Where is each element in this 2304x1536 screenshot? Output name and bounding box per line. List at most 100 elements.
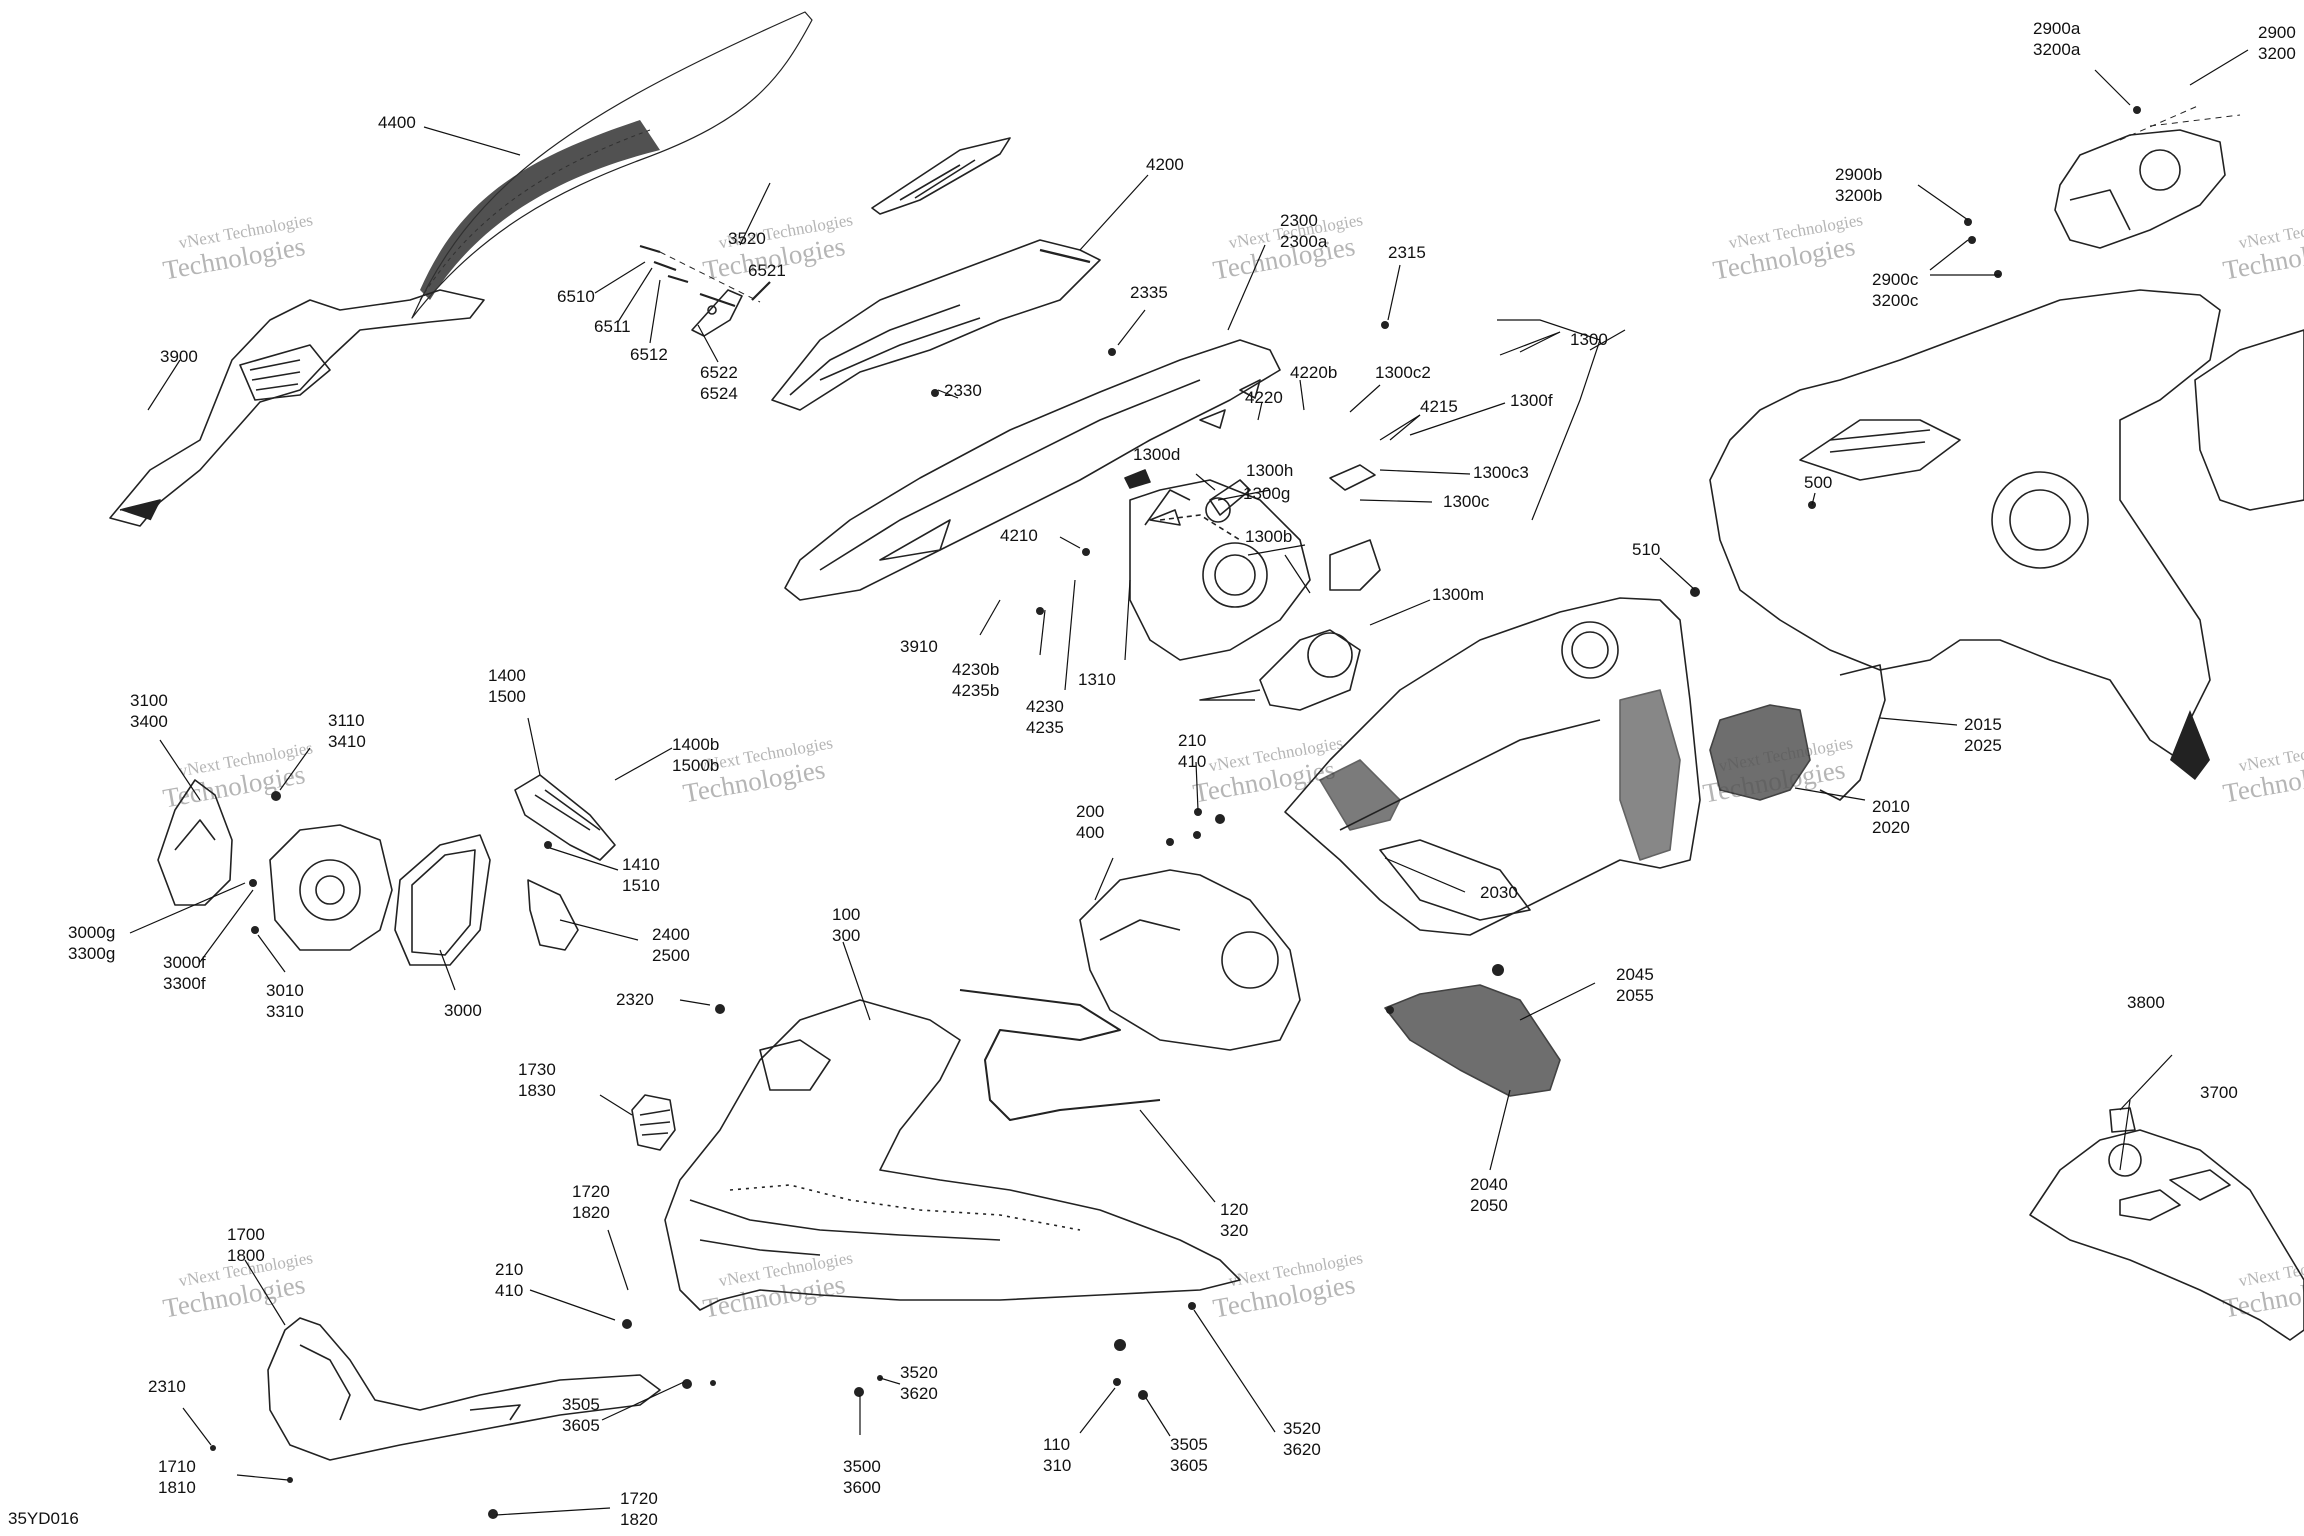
bracket-1300: [1497, 319, 1601, 521]
callout-6512: 6512: [630, 345, 668, 364]
part-center-console: [1284, 597, 1701, 936]
part-seal-120: [959, 989, 1161, 1121]
callout-1300g: 1300g: [1243, 484, 1290, 503]
part-mirror-back: [157, 779, 233, 906]
callout-2310: 2310: [148, 1377, 186, 1396]
part-right-dashboard: [1709, 289, 2221, 780]
callout-3910: 3910: [900, 637, 938, 656]
callout-3700: 3700: [2200, 1083, 2238, 1102]
part-front-fairing: [664, 999, 1241, 1311]
part-mirror-glass: [394, 834, 491, 966]
part-upper-grille: [871, 137, 1011, 215]
part-small-fasteners: [1124, 379, 1376, 526]
callout-1300c2: 1300c2: [1375, 363, 1431, 382]
callout-1300: 1300: [1570, 330, 1608, 349]
callout-3000: 3000: [444, 1001, 482, 1020]
watermark: vNext Technologies Technologies: [701, 1248, 855, 1323]
callout-2330: 2330: [944, 381, 982, 400]
callout-1300m: 1300m: [1432, 585, 1484, 604]
callout-2335: 2335: [1130, 283, 1168, 302]
part-side-grille: [1709, 664, 1886, 801]
part-lower-grille: [1384, 984, 1561, 1097]
diagram-code: 35YD016: [8, 1509, 79, 1528]
callout-6511: 6511: [594, 317, 631, 336]
watermark: vNext Technologies Technologies: [2221, 210, 2304, 285]
callout-2315: 2315: [1388, 243, 1426, 262]
part-dash-top: [784, 339, 1281, 601]
callout-3520-top: 3520: [728, 229, 766, 248]
callout-1300f: 1300f: [1510, 391, 1553, 410]
callout-6510: 6510: [557, 287, 595, 306]
callout-2030: 2030: [1480, 883, 1518, 902]
callout-3800: 3800: [2127, 993, 2165, 1012]
part-steering-mechanism: [1129, 479, 1381, 711]
callout-1300c: 1300c: [1443, 492, 1490, 511]
part-small-mirror: [527, 879, 579, 951]
watermark: vNext Technologies Technologies: [1711, 210, 1865, 285]
callout-1300c3: 1300c3: [1473, 463, 1529, 482]
part-vent-1730: [631, 1094, 676, 1151]
part-bracket-6522: [639, 244, 771, 337]
part-lower-side-panel: [267, 1317, 661, 1461]
callout-1300h: 1300h: [1246, 461, 1293, 480]
part-side-duct: [109, 289, 485, 527]
part-screws: [210, 106, 2141, 1519]
callout-6521: 6521: [748, 261, 786, 280]
watermark: vNext Technologies Technologies: [161, 738, 315, 813]
callout-1300b: 1300b: [1245, 527, 1292, 546]
part-windshield: [411, 11, 813, 319]
callout-3900: 3900: [160, 347, 198, 366]
callout-4220b: 4220b: [1290, 363, 1337, 382]
part-illustrations: [109, 11, 2304, 1519]
callout-1300d: 1300d: [1133, 445, 1180, 464]
callout-500: 500: [1804, 473, 1832, 492]
watermarks: vNext Technologies Technologies vNext Te…: [161, 210, 2304, 1323]
part-mirror-mount: [269, 824, 393, 951]
watermark: vNext Technologies Technologies: [2221, 733, 2304, 808]
part-gauge-hood: [771, 239, 1101, 411]
callout-510: 510: [1632, 540, 1660, 559]
part-mirror-housing-top: [2054, 104, 2241, 249]
callout-1310: 1310: [1078, 670, 1116, 689]
callout-2320: 2320: [616, 990, 654, 1009]
callout-4200: 4200: [1146, 155, 1184, 174]
callout-4220: 4220: [1245, 388, 1283, 407]
part-lower-console-right: [2029, 1107, 2304, 1341]
part-mirror-right-edge: [2194, 329, 2304, 511]
